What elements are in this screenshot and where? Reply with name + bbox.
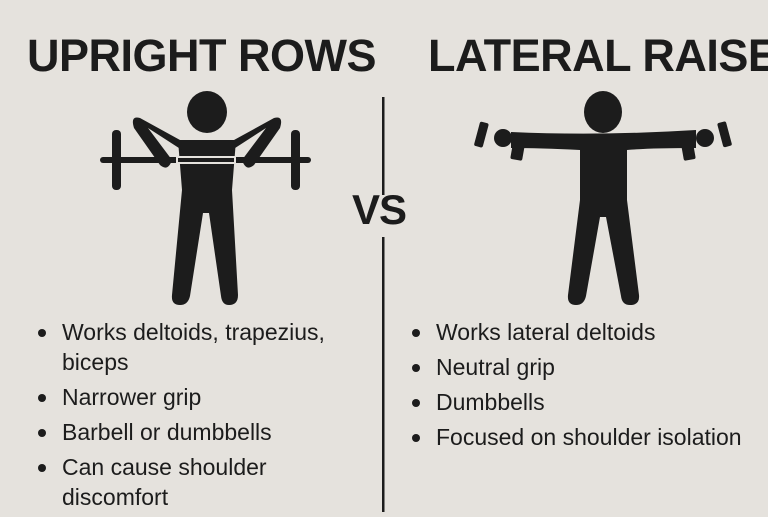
divider-bottom [382, 237, 385, 512]
upright-rows-bullets: Works deltoids, trapezius, biceps Narrow… [38, 317, 368, 517]
vs-label: VS [352, 186, 407, 233]
bullet-item: Dumbbells [412, 387, 752, 417]
bullet-item: Can cause shoulder discomfort [38, 452, 368, 512]
bullet-item: Narrower grip [38, 382, 368, 412]
lateral-raise-bullets: Works lateral deltoids Neutral grip Dumb… [412, 317, 752, 457]
left-dumbbell-icon [474, 121, 526, 161]
right-dumbbell-icon [680, 121, 732, 161]
upright-row-figure-icon [100, 91, 311, 305]
lateral-raise-title: LATERAL RAISE [428, 30, 768, 81]
lateral-raise-figure-icon [474, 91, 732, 305]
bullet-item: Works deltoids, trapezius, biceps [38, 317, 368, 377]
bullet-item: Focused on shoulder isolation [412, 422, 752, 452]
bullet-item: Neutral grip [412, 352, 752, 382]
bullet-item: Barbell or dumbbells [38, 417, 368, 447]
divider-top [382, 97, 385, 195]
upright-rows-title: UPRIGHT ROWS [27, 30, 377, 81]
bullet-item: Works lateral deltoids [412, 317, 752, 347]
